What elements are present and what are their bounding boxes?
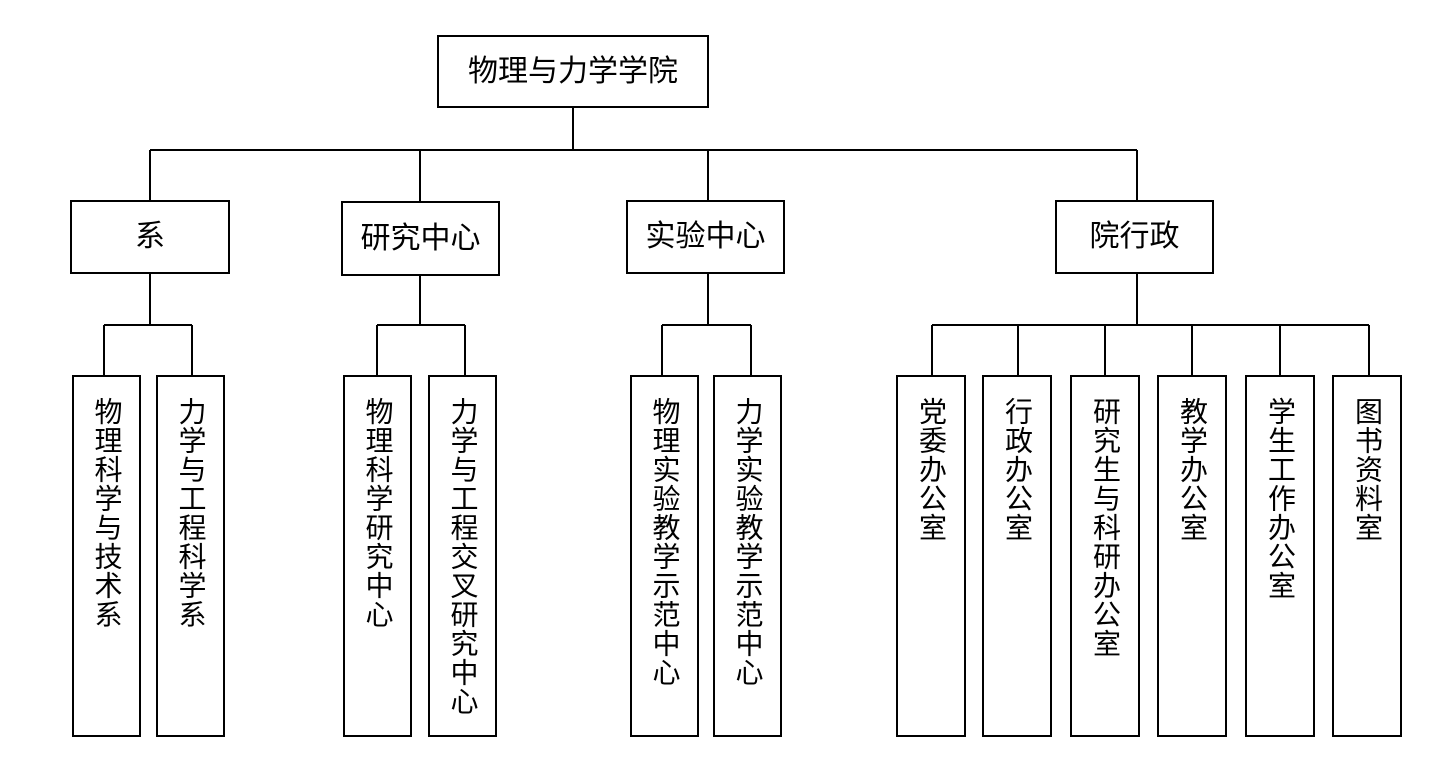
leaf-node-lab-2: 力学实验教学示范中心 — [713, 375, 782, 737]
root-label: 物理与力学学院 — [468, 53, 678, 89]
leaf-label: 物理科学研究中心 — [361, 397, 395, 629]
branch-label: 院行政 — [1089, 219, 1180, 254]
leaf-node-department-1: 物理科学与技术系 — [72, 375, 141, 737]
branch-node-lab: 实验中心 — [626, 200, 785, 274]
root-node: 物理与力学学院 — [437, 35, 709, 108]
branch-node-department: 系 — [70, 200, 230, 274]
leaf-node-admin-1: 党委办公室 — [896, 375, 966, 737]
leaf-label: 力学与工程交叉研究中心 — [446, 397, 480, 716]
leaf-label: 力学实验教学示范中心 — [731, 397, 765, 687]
branch-label: 实验中心 — [645, 219, 766, 254]
leaf-node-admin-4: 教学办公室 — [1157, 375, 1227, 737]
branch-node-research: 研究中心 — [341, 201, 500, 276]
leaf-node-admin-2: 行政办公室 — [982, 375, 1052, 737]
leaf-node-admin-3: 研究生与科研办公室 — [1070, 375, 1140, 737]
leaf-label: 物理实验教学示范中心 — [648, 397, 682, 687]
leaf-node-department-2: 力学与工程科学系 — [156, 375, 225, 737]
leaf-node-research-1: 物理科学研究中心 — [343, 375, 412, 737]
leaf-label: 学生工作办公室 — [1264, 397, 1297, 600]
leaf-label: 党委办公室 — [915, 397, 948, 542]
branch-node-admin: 院行政 — [1055, 200, 1214, 274]
leaf-label: 物理科学与技术系 — [90, 397, 124, 629]
leaf-label: 行政办公室 — [1001, 397, 1034, 542]
leaf-label: 研究生与科研办公室 — [1089, 397, 1122, 658]
leaf-node-lab-1: 物理实验教学示范中心 — [630, 375, 699, 737]
branch-label: 系 — [135, 219, 165, 254]
leaf-label: 力学与工程科学系 — [174, 397, 208, 629]
branch-label: 研究中心 — [360, 220, 481, 256]
leaf-label: 教学办公室 — [1176, 397, 1209, 542]
leaf-node-admin-5: 学生工作办公室 — [1245, 375, 1315, 737]
leaf-label: 图书资料室 — [1351, 397, 1384, 542]
leaf-node-admin-6: 图书资料室 — [1332, 375, 1402, 737]
leaf-node-research-2: 力学与工程交叉研究中心 — [428, 375, 497, 737]
